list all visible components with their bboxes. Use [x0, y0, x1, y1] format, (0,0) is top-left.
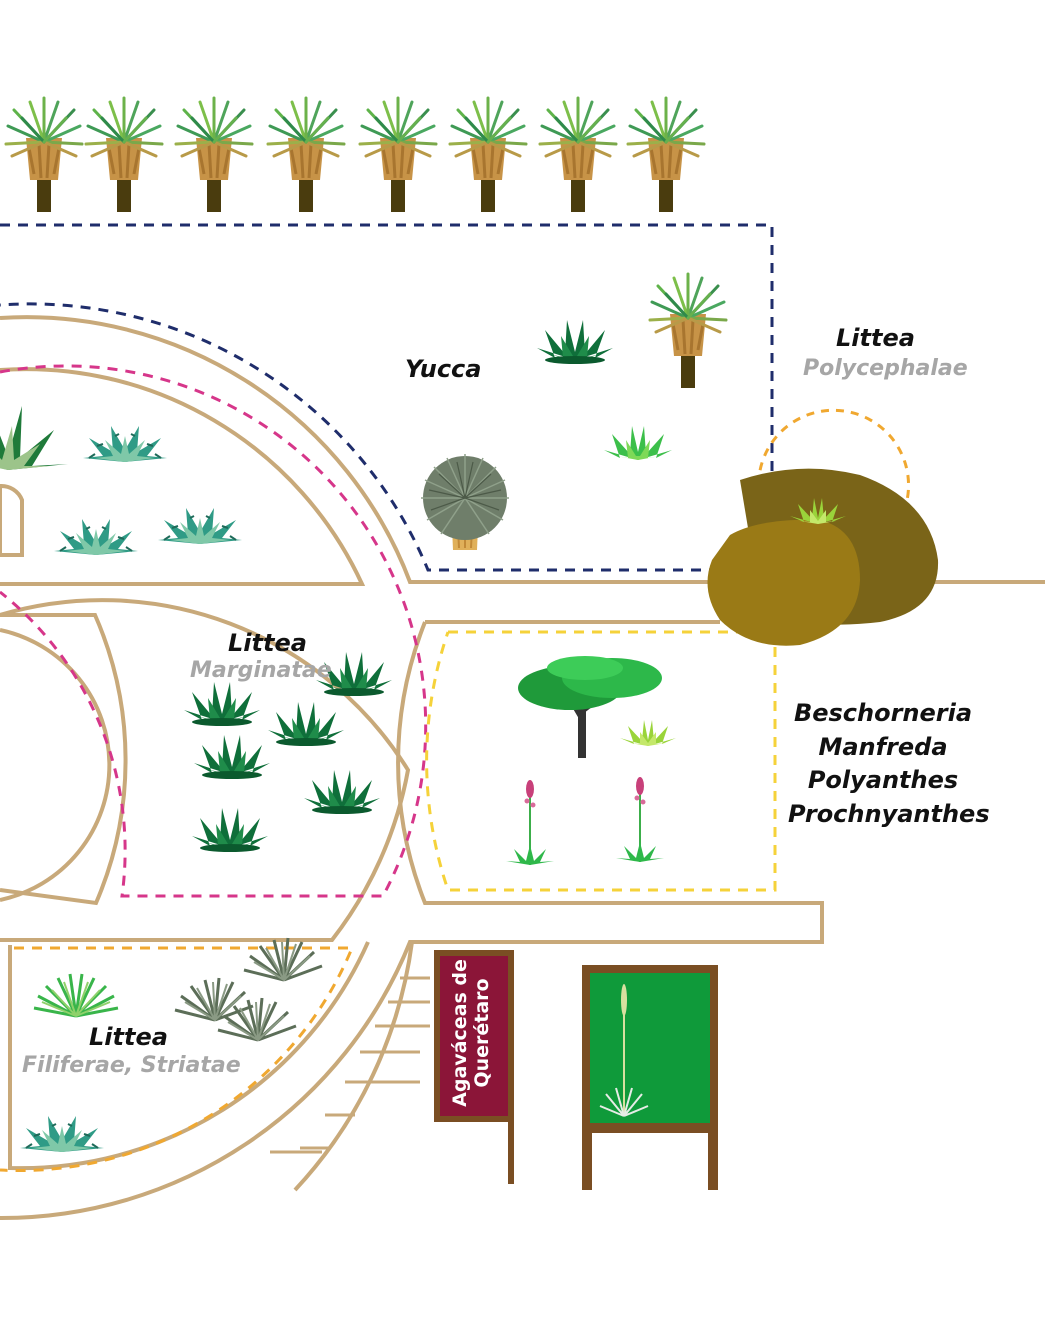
polycephalae-group-label: Polycephalae — [803, 356, 968, 381]
yucca-label: Yucca — [405, 355, 482, 383]
marginatae-zone-boundary — [0, 364, 428, 898]
yucca-palm-row — [4, 96, 706, 214]
agavaceas-sign — [434, 950, 514, 1184]
filiferae-group-label: Filiferae, Striatae — [22, 1053, 241, 1078]
sign-line-2: Querétaro — [470, 978, 493, 1088]
rock — [707, 468, 939, 646]
information-board — [582, 965, 718, 1190]
genus-manfreda: Manfreda — [818, 732, 948, 761]
sign-text: Agaváceas de Querétaro — [449, 956, 496, 1110]
genus-beschorneria: Beschorneria — [793, 699, 973, 727]
beschorneria-plants — [505, 656, 676, 866]
marginatae-group-label: Marginatae — [190, 658, 332, 683]
genera-list: Beschorneria Manfreda Polyanthes Prochny… — [788, 699, 990, 828]
yucca-zone-plants — [420, 272, 728, 551]
yucca-zone-boundary — [0, 223, 774, 572]
filiferae-genus-label: Littea — [89, 1023, 168, 1051]
genus-polyanthes: Polyanthes — [807, 766, 959, 795]
garden-steps — [270, 976, 430, 1154]
garden-paths — [0, 315, 1045, 1221]
upper-left-plants — [0, 406, 243, 556]
genus-prochnyanthes: Prochnyanthes — [788, 799, 990, 828]
sign-line-1: Agaváceas de — [449, 959, 471, 1107]
marginatae-genus-label: Littea — [228, 629, 307, 657]
polycephalae-genus-label: Littea — [836, 324, 915, 352]
